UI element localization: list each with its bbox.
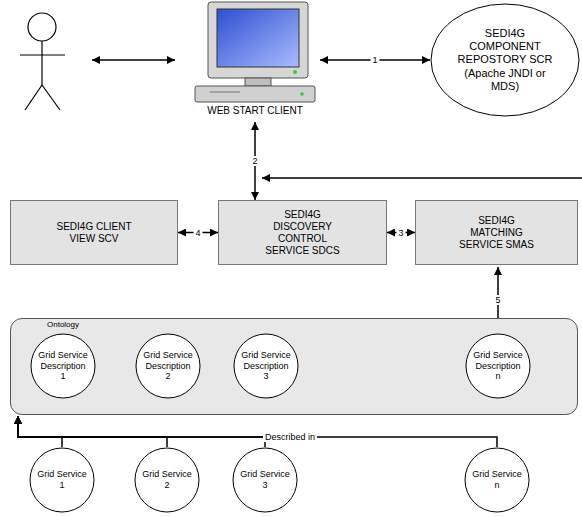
service-box: SEDI4G CLIENT VIEW SCV (10, 200, 178, 265)
circle-shape (234, 334, 298, 398)
circle-shape (466, 334, 530, 398)
circle-shape (136, 334, 200, 398)
node-text: WEB START CLIENT (190, 105, 320, 117)
description-circle: Grid Service Description 2 (135, 333, 201, 399)
circle-shape (31, 334, 95, 398)
node-text: SEDI4G CLIENT VIEW SCV (49, 221, 139, 245)
circle-shape (233, 448, 297, 512)
edge-label: Described in (263, 432, 317, 442)
callout-number: 4 (193, 228, 202, 238)
grid-service-circle: Grid Service 1 (29, 447, 95, 513)
figure-leg (42, 85, 60, 110)
circle-shape (30, 448, 94, 512)
circle-content: Grid Service Description n (465, 333, 531, 399)
connector-arrow (18, 416, 62, 447)
figure-body (41, 41, 42, 85)
circle-content: Grid Service Description 2 (135, 333, 201, 399)
node-text: SEDI4G COMPONENT REPOSTORY SCR (Apache J… (457, 27, 553, 93)
connector-arrow (18, 416, 497, 447)
node-text: Grid Service 1 (36, 469, 88, 491)
circle-content: Grid Service Description 3 (233, 333, 299, 399)
node-text: Grid Service 3 (239, 469, 291, 491)
feedback-line (262, 177, 582, 179)
computer-base (195, 86, 315, 102)
node-text: SEDI4G MATCHING SERVICE SMAS (452, 215, 542, 251)
description-circle: Grid Service Description 3 (233, 333, 299, 399)
grid-service-circle: Grid Service 3 (232, 447, 298, 513)
figure-leg (25, 85, 42, 110)
client-computer: WEB START CLIENT (190, 0, 320, 120)
circle-content: Grid Service 1 (29, 447, 95, 513)
node-text: Grid Service Description 3 (240, 350, 292, 382)
monitor-screen (217, 9, 299, 67)
circle-shape (135, 448, 199, 512)
connector-arrow (18, 416, 265, 447)
power-led (293, 70, 297, 74)
base-led (300, 92, 304, 96)
box-content: SEDI4G MATCHING SERVICE SMAS (416, 201, 577, 264)
circle-shape (465, 448, 529, 512)
circle-content: Grid Service Description 1 (30, 333, 96, 399)
figure-head (28, 13, 56, 41)
monitor-stand (245, 78, 271, 86)
box-content: SEDI4G DISCOVERY CONTROL SERVICE SDCS (219, 201, 386, 264)
node-text: SEDI4G DISCOVERY CONTROL SERVICE SDCS (258, 209, 348, 257)
node-text: Grid Service Description 2 (142, 350, 194, 382)
user-arrow (92, 59, 175, 61)
drive-slot (210, 92, 240, 93)
grid-service-circle: Grid Service 2 (134, 447, 200, 513)
node-text: Grid Service n (471, 469, 523, 491)
connector-arrow (18, 416, 167, 447)
circle-content: Grid Service 2 (134, 447, 200, 513)
description-circle: Grid Service Description 1 (30, 333, 96, 399)
circle-content: Grid Service n (464, 447, 530, 513)
computer-illustration (190, 0, 320, 104)
ontology-band: OntologyGrid Service Description 1 Grid S… (10, 318, 578, 415)
callout-number: 5 (493, 295, 502, 305)
circle-content: Grid Service 3 (232, 447, 298, 513)
node-text: Grid Service 2 (141, 469, 193, 491)
repository-circle: SEDI4G COMPONENT REPOSTORY SCR (Apache J… (430, 3, 580, 117)
service-box: SEDI4G MATCHING SERVICE SMAS (415, 200, 578, 265)
node-text: Grid Service Description n (472, 350, 524, 382)
description-circle: Grid Service Description n (465, 333, 531, 399)
callout-number: 2 (250, 156, 259, 166)
monitor-frame (208, 2, 308, 78)
stick-figure (20, 13, 65, 110)
node-text: Grid Service Description 1 (37, 350, 89, 382)
figure-arms (20, 54, 65, 55)
callout-number: 1 (370, 55, 379, 65)
grid-service-circle: Grid Service n (464, 447, 530, 513)
circle-content: SEDI4G COMPONENT REPOSTORY SCR (Apache J… (430, 3, 580, 117)
callout-number: 3 (396, 228, 405, 238)
band-heading: Ontology (47, 320, 79, 330)
circle-shape (431, 4, 579, 116)
service-box: SEDI4G DISCOVERY CONTROL SERVICE SDCS (218, 200, 387, 265)
box-content: SEDI4G CLIENT VIEW SCV (11, 201, 177, 264)
